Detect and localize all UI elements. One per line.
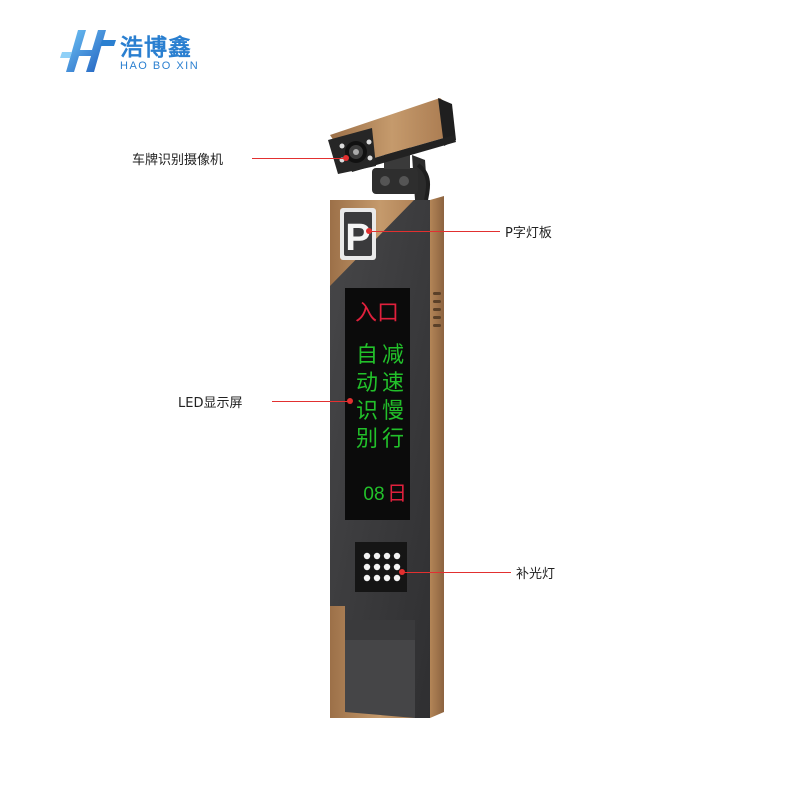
callout-p-sign-dot xyxy=(366,228,372,234)
led-right-1: 速 xyxy=(382,371,404,396)
callout-led-line xyxy=(272,401,350,402)
led-right-0: 减 xyxy=(382,343,404,368)
led-left-1: 动 xyxy=(356,371,378,396)
brand-logo: 浩博鑫 HAO BO XIN xyxy=(58,22,228,82)
callout-camera-line xyxy=(252,158,347,159)
led-right-3: 行 xyxy=(382,427,404,452)
callout-fill-light-line xyxy=(403,572,511,573)
p-letter: P xyxy=(345,217,370,259)
led-day-unit: 日 xyxy=(387,481,407,505)
callout-led-label: LED显示屏 xyxy=(178,396,243,411)
brand-name-cn: 浩博鑫 xyxy=(120,35,192,61)
callout-camera-label: 车牌识别摄像机 xyxy=(132,153,224,168)
callout-camera-dot xyxy=(343,155,349,161)
p-sign: P xyxy=(340,208,376,260)
brand-name-en: HAO BO XIN xyxy=(120,60,200,72)
led-content: 入口 自 动 识 别 减 速 慢 行 08 日 xyxy=(355,301,407,505)
led-left-2: 识 xyxy=(356,399,378,424)
callout-fill-light-dot xyxy=(399,569,405,575)
fill-light-dots xyxy=(363,552,401,582)
camera xyxy=(328,98,456,201)
led-left-0: 自 xyxy=(356,343,378,368)
callout-led-dot xyxy=(347,398,353,404)
callout-p-sign-label: P字灯板 xyxy=(505,226,552,241)
callout-fill-light-label: 补光灯 xyxy=(516,567,556,582)
led-right-2: 慢 xyxy=(382,399,404,424)
hbx-logo-icon xyxy=(60,30,116,72)
led-day-number: 08 xyxy=(363,484,384,505)
callout-p-sign-line xyxy=(370,231,500,232)
led-header: 入口 xyxy=(355,301,399,326)
terminal-body xyxy=(330,196,444,718)
led-left-3: 别 xyxy=(356,427,378,452)
